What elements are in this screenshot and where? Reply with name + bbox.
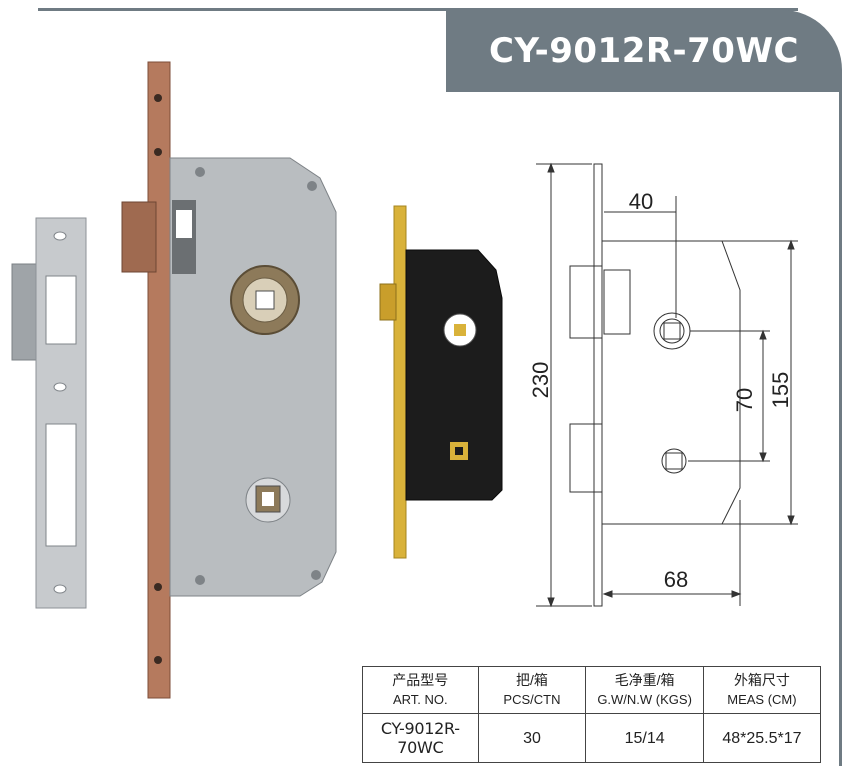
dim-center-distance: 70 — [732, 388, 757, 412]
top-frame-line — [38, 8, 798, 11]
title-banner: CY-9012R-70WC — [446, 10, 842, 92]
dim-width-top: 40 — [629, 189, 653, 214]
dim-height-total: 230 — [528, 362, 553, 399]
right-frame-line — [839, 80, 842, 766]
cell-art-no: CY-9012R-70WC — [362, 713, 479, 763]
table-header-row: 产品型号 ART. NO. 把/箱 PCS/CTN 毛净重/箱 G.W/N.W … — [362, 666, 822, 714]
header-meas: 外箱尺寸 MEAS (CM) — [702, 666, 822, 714]
technical-drawing — [536, 162, 798, 608]
black-lock-photo — [379, 205, 503, 559]
product-title: CY-9012R-70WC — [489, 31, 799, 71]
header-pcs-ctn: 把/箱 PCS/CTN — [477, 666, 587, 714]
dim-plate-height: 155 — [768, 372, 793, 409]
cell-pcs-ctn: 30 — [477, 713, 587, 763]
mortise-lock-photo — [121, 61, 337, 699]
specification-table: 产品型号 ART. NO. 把/箱 PCS/CTN 毛净重/箱 G.W/N.W … — [362, 666, 822, 763]
cell-weight: 15/14 — [585, 713, 704, 763]
header-weight: 毛净重/箱 G.W/N.W (KGS) — [585, 666, 704, 714]
dim-width-bottom: 68 — [664, 567, 688, 592]
cell-meas: 48*25.5*17 — [702, 713, 822, 763]
header-art-no: 产品型号 ART. NO. — [362, 666, 479, 714]
strike-plate — [11, 217, 87, 609]
table-row: CY-9012R-70WC 30 15/14 48*25.5*17 — [362, 713, 822, 763]
